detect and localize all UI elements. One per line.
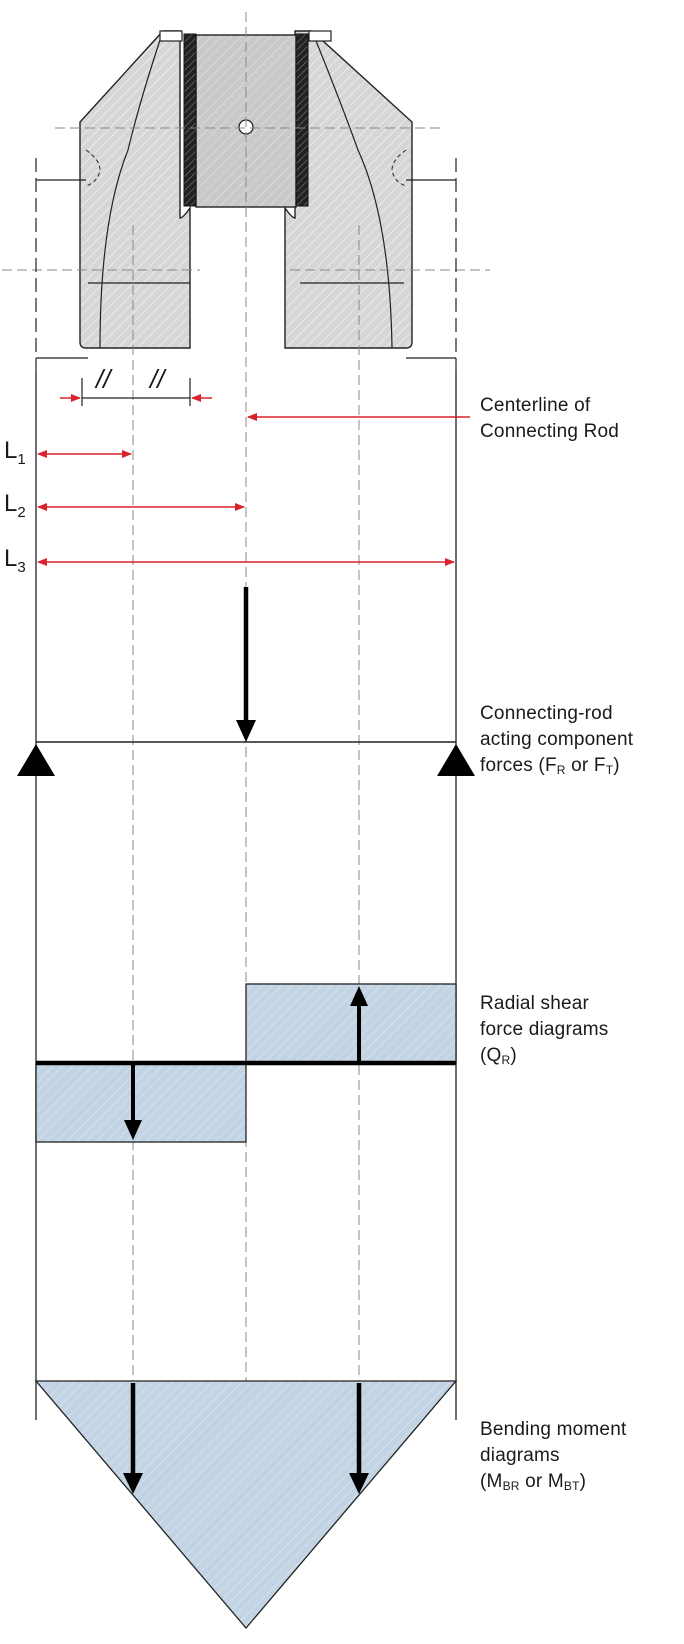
bushing-right xyxy=(295,33,309,207)
shear-arrow-down xyxy=(124,1120,142,1140)
shear-arrow-up xyxy=(350,986,368,1006)
moment-label: Bending moment diagrams (MBR or MBT) xyxy=(480,1419,627,1493)
beam-support-lines xyxy=(35,372,457,1420)
support-right xyxy=(437,744,475,776)
dim-label-l1: L1 xyxy=(4,437,26,468)
piston-right-wall xyxy=(284,30,413,349)
piston-left-wall xyxy=(79,30,191,349)
centerline-label: Centerline of Connecting Rod xyxy=(480,395,620,442)
dimension-lines xyxy=(37,378,470,566)
parallel-mark-1: // xyxy=(96,364,111,394)
piston-cross-section xyxy=(36,30,456,359)
dim-label-l2: L2 xyxy=(4,490,26,521)
shear-block-left xyxy=(35,1062,247,1143)
parallel-mark-2: // xyxy=(150,364,165,394)
beam-loading xyxy=(17,587,475,776)
bushing-left xyxy=(183,33,197,207)
shear-force-diagram xyxy=(35,983,457,1143)
moment-triangle xyxy=(34,1380,458,1630)
moment-arrow-right xyxy=(349,1473,369,1494)
shear-label: Radial shear force diagrams (QR) xyxy=(480,993,609,1067)
bending-moment-diagram xyxy=(34,1380,458,1630)
moment-arrow-left xyxy=(123,1473,143,1494)
forces-label: Connecting-rod acting component forces (… xyxy=(480,703,634,777)
dim-label-l3: L3 xyxy=(4,545,26,576)
applied-force-arrowhead xyxy=(236,720,256,742)
shear-block-right xyxy=(245,983,457,1064)
support-left xyxy=(17,744,55,776)
